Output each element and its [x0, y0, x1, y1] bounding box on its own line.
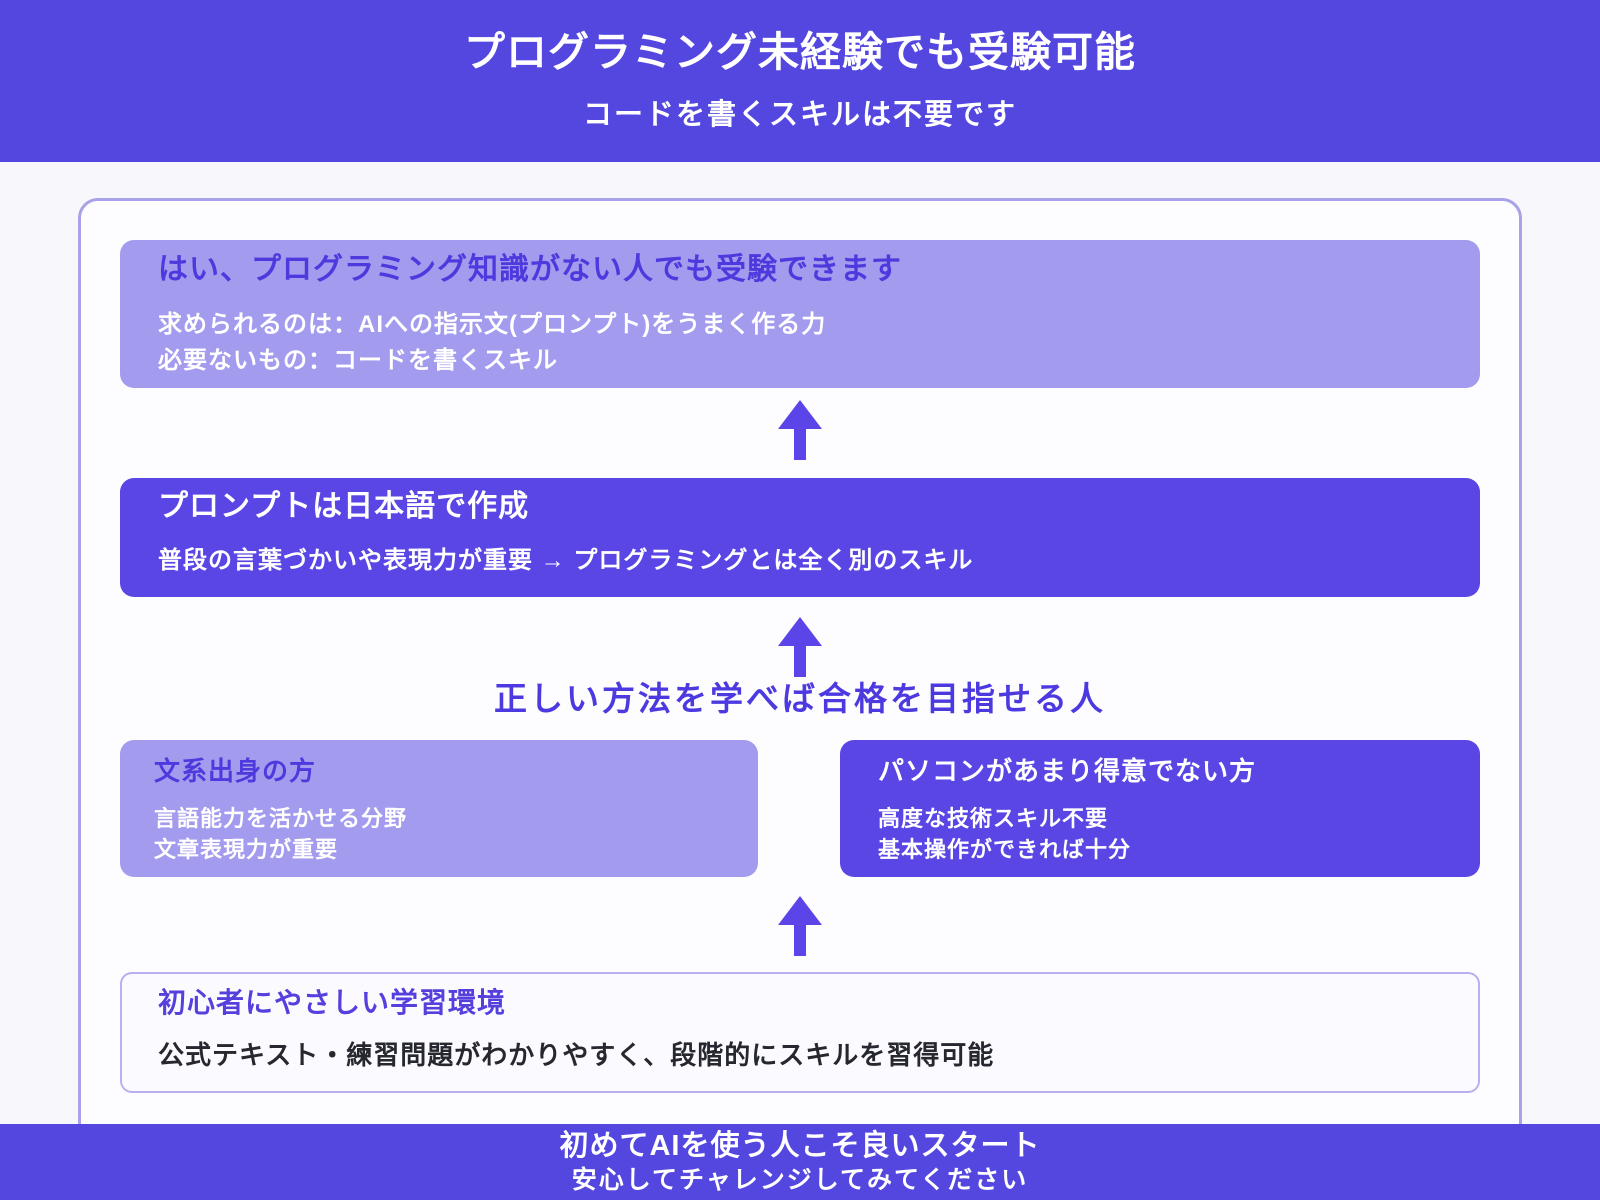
humanities-box-line-2: 文章表現力が重要 [154, 836, 339, 862]
arrow-head [778, 896, 822, 925]
answer-box-lines: 求められるのは：AIへの指示文(プロンプト)をうまく作る力 必要ないもの：コード… [158, 307, 1450, 379]
answer-box-line-1: 求められるのは：AIへの指示文(プロンプト)をうまく作る力 [158, 310, 827, 338]
target-heading: 正しい方法を学べば合格を目指せる人 [494, 680, 1106, 717]
humanities-box-title: 文系出身の方 [154, 756, 317, 786]
page-subtitle: コードを書くスキルは不要です [582, 99, 1017, 131]
up-arrow-icon [778, 896, 822, 956]
pc-box-lines: 高度な技術スキル不要 基本操作ができれば十分 [878, 804, 1456, 866]
beginner-box: 初心者にやさしい学習環境 公式テキスト・練習問題がわかりやすく、段階的にスキルを… [120, 972, 1480, 1093]
up-arrow-icon [778, 400, 822, 460]
page-title: プログラミング未経験でも受験可能 [464, 29, 1136, 75]
answer-box-line-2: 必要ないもの：コードを書くスキル [158, 346, 558, 374]
pc-box-title: パソコンがあまり得意でない方 [878, 756, 1257, 786]
beginner-box-line-1: 公式テキスト・練習問題がわかりやすく、段階的にスキルを習得可能 [158, 1040, 995, 1071]
footer-line-2: 安心してチャレンジしてみてください [571, 1165, 1029, 1194]
prompt-box: プロンプトは日本語で作成 普段の言葉づかいや表現力が重要 → プログラミングとは… [120, 478, 1480, 597]
prompt-box-lines: 普段の言葉づかいや表現力が重要 → プログラミングとは全く別のスキル [158, 543, 1450, 579]
up-arrow-icon [778, 617, 822, 677]
humanities-box: 文系出身の方 言語能力を活かせる分野 文章表現力が重要 [120, 740, 758, 877]
beginner-box-title: 初心者にやさしい学習環境 [158, 987, 507, 1018]
arrow-stem [794, 925, 806, 956]
pc-box: パソコンがあまり得意でない方 高度な技術スキル不要 基本操作ができれば十分 [840, 740, 1480, 877]
page-header: プログラミング未経験でも受験可能 コードを書くスキルは不要です [0, 0, 1600, 162]
humanities-box-lines: 言語能力を活かせる分野 文章表現力が重要 [154, 804, 734, 866]
humanities-box-line-1: 言語能力を活かせる分野 [154, 805, 408, 831]
page-footer: 初めてAIを使う人こそ良いスタート 安心してチャレンジしてみてください [0, 1124, 1600, 1200]
footer-line-1: 初めてAIを使う人こそ良いスタート [559, 1129, 1041, 1162]
arrow-stem [794, 429, 806, 460]
arrow-head [778, 400, 822, 429]
answer-box: はい、プログラミング知識がない人でも受験できます 求められるのは：AIへの指示文… [120, 240, 1480, 388]
prompt-box-line-1: 普段の言葉づかいや表現力が重要 → プログラミングとは全く別のスキル [158, 546, 974, 574]
pc-box-line-1: 高度な技術スキル不要 [878, 805, 1109, 831]
answer-box-title: はい、プログラミング知識がない人でも受験できます [158, 253, 902, 286]
pc-box-line-2: 基本操作ができれば十分 [878, 836, 1132, 862]
prompt-box-title: プロンプトは日本語で作成 [158, 490, 530, 523]
arrow-stem [794, 646, 806, 677]
beginner-box-lines: 公式テキスト・練習問題がわかりやすく、段階的にスキルを習得可能 [158, 1036, 1448, 1075]
arrow-head [778, 617, 822, 646]
